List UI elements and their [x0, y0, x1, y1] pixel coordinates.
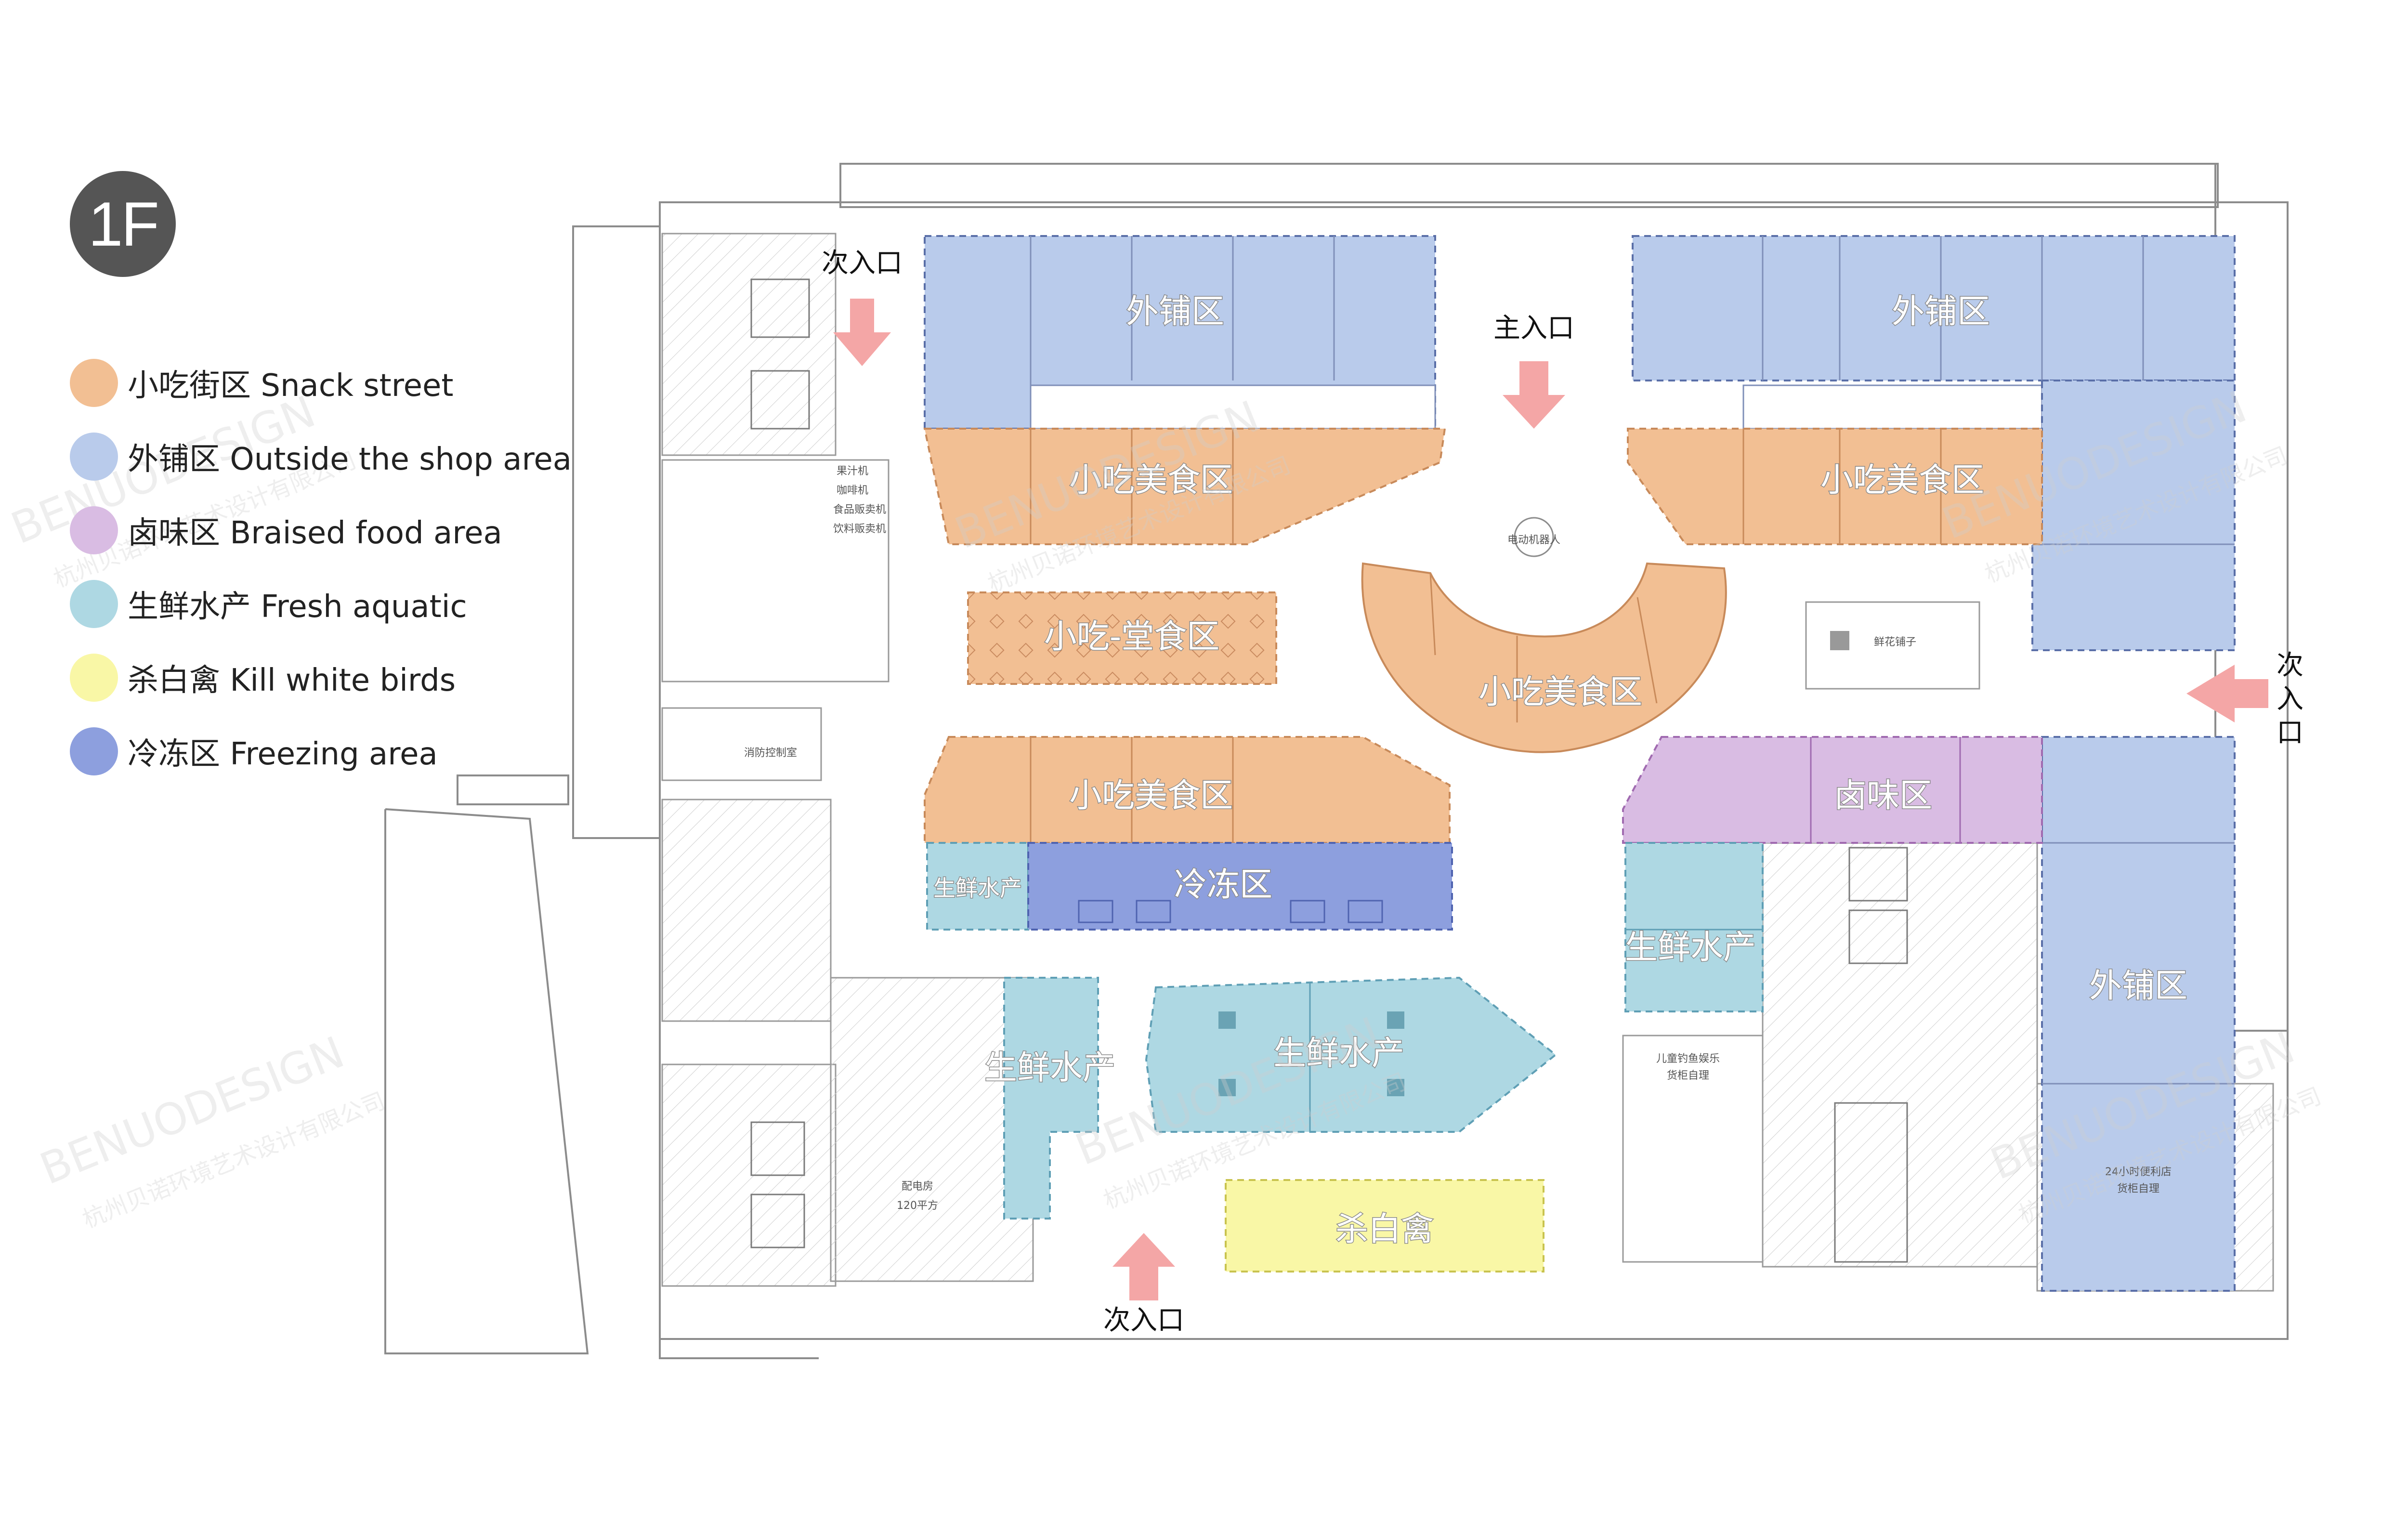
zone-label-outer-shop-top-left: 外铺区 — [1126, 293, 1224, 331]
zone-label-snack-mid-left: 小吃美食区 — [1069, 777, 1233, 815]
coffee-machine-label: 咖啡机 — [837, 485, 868, 497]
zone-label-fresh-2: 生鲜水产 — [1625, 929, 1756, 967]
legend: 小吃街区 Snack street 外铺区 Outside the shop a… — [70, 359, 572, 801]
zone-fresh-2[interactable]: 生鲜水产 — [1624, 842, 1764, 1012]
kids-fishing-label: 儿童钓鱼娱乐 — [1656, 1053, 1720, 1065]
legend-swatch-snack — [70, 359, 118, 407]
zone-fresh-3[interactable]: 生鲜水产 — [983, 977, 1116, 1220]
legend-item-braised: 卤味区 Braised food area — [70, 506, 572, 554]
legend-item-snack: 小吃街区 Snack street — [70, 359, 572, 407]
legend-swatch-fresh — [70, 580, 118, 628]
zone-label-outer-shop-right: 外铺区 — [2089, 967, 2187, 1005]
fire-control-label: 消防控制室 — [744, 747, 797, 759]
legend-label-fresh: 生鲜水产 Fresh aquatic — [128, 589, 467, 625]
zone-snack-top-right[interactable]: 小吃美食区 — [1627, 428, 2043, 545]
electric-robot-label: 电动机器人 — [1507, 534, 1560, 546]
zone-outer-shop-right[interactable]: 外铺区 24小时便利店 货柜自理 — [2031, 380, 2236, 1292]
legend-item-fresh: 生鲜水产 Fresh aquatic — [70, 580, 572, 628]
zone-freezing[interactable]: 冷冻区 — [1027, 842, 1453, 931]
legend-swatch-poultry — [70, 654, 118, 702]
convenience-store-sublabel: 货柜自理 — [2117, 1183, 2159, 1195]
legend-swatch-braised — [70, 506, 118, 554]
legend-label-freezing: 冷冻区 Freezing area — [128, 736, 438, 772]
arrow-main-entrance — [1503, 361, 1565, 429]
legend-label-braised: 卤味区 Braised food area — [128, 515, 502, 551]
zone-label-braised: 卤味区 — [1834, 777, 1932, 815]
zone-outer-shop-top-right[interactable]: 外铺区 — [1632, 235, 2236, 430]
kids-fishing-sublabel: 货柜自理 — [1667, 1070, 1709, 1082]
zone-label-snack-top-left: 小吃美食区 — [1069, 461, 1233, 499]
arrow-secondary-bottom — [1112, 1233, 1175, 1300]
zone-braised[interactable]: 卤味区 — [1622, 736, 2043, 844]
zone-label-fresh-4: 生鲜水产 — [1273, 1035, 1404, 1073]
service-core-left — [661, 233, 1034, 1287]
flower-shop-label: 鲜花铺子 — [1874, 636, 1916, 648]
legend-item-poultry: 杀白禽 Kill white birds — [70, 654, 572, 702]
legend-item-freezing: 冷冻区 Freezing area — [70, 727, 572, 775]
zone-snack-dining[interactable]: 小吃-堂食区 — [967, 591, 1277, 685]
zone-poultry[interactable]: 杀白禽 — [1225, 1179, 1544, 1273]
secondary-entrance-right-label: 次入口 — [2277, 650, 2303, 748]
legend-label-snack: 小吃街区 Snack street — [128, 368, 454, 404]
legend-swatch-outer-shop — [70, 433, 118, 481]
entrance-arrows — [833, 299, 2268, 1300]
zone-label-freezing: 冷冻区 — [1174, 866, 1272, 904]
zone-label-snack-dining: 小吃-堂食区 — [1044, 618, 1220, 656]
zone-label-outer-shop-top-right: 外铺区 — [1892, 293, 1990, 331]
legend-label-outer-shop: 外铺区 Outside the shop area — [128, 442, 572, 477]
main-entrance-label: 主入口 — [1493, 313, 1574, 344]
entrance-labels: 主入口 次入口 次入口 — [822, 248, 1574, 1336]
zone-label-fresh-3: 生鲜水产 — [984, 1049, 1115, 1087]
arrow-secondary-right — [2186, 665, 2268, 722]
zone-label-snack-top-right: 小吃美食区 — [1820, 461, 1984, 499]
legend-item-outer-shop: 外铺区 Outside the shop area — [70, 433, 572, 481]
zone-fresh-4[interactable]: 生鲜水产 — [1145, 976, 1557, 1133]
power-room-label: 配电房 — [902, 1181, 933, 1193]
legend-swatch-freezing — [70, 727, 118, 775]
zone-fresh-1[interactable]: 生鲜水产 — [926, 842, 1029, 931]
zone-label-fresh-1-line: 生鲜水产 — [933, 875, 1022, 901]
svg-text:次入口: 次入口 — [2277, 650, 2303, 748]
zone-outer-shop-top-left[interactable]: 外铺区 — [924, 235, 1436, 430]
legend-label-poultry: 杀白禽 Kill white birds — [128, 663, 456, 698]
convenience-store-label: 24小时便利店 — [2105, 1166, 2172, 1178]
zone-snack-top-left[interactable]: 小吃美食区 — [923, 428, 1446, 545]
secondary-entrance-bottom-label: 次入口 — [1103, 1305, 1184, 1336]
power-room-area-label: 120平方 — [897, 1200, 938, 1212]
arrow-secondary-top-left — [833, 299, 891, 366]
drink-vending-label: 饮料贩卖机 — [833, 523, 886, 535]
room-notes: 电动机器人 鲜花铺子 消防控制室 配电房 120平方 儿童钓鱼娱乐 货柜自理 果… — [744, 465, 1916, 1212]
zone-snack-center[interactable]: 小吃美食区 — [1361, 562, 1727, 753]
food-vending-label: 食品贩卖机 — [833, 504, 886, 516]
zone-snack-mid-left[interactable]: 小吃美食区 — [924, 736, 1451, 844]
juice-machine-label: 果汁机 — [837, 465, 868, 477]
zone-label-poultry: 杀白禽 — [1335, 1210, 1434, 1248]
floor-badge: 1F — [70, 171, 176, 277]
secondary-entrance-top-left-label: 次入口 — [822, 248, 903, 279]
zone-label-snack-center: 小吃美食区 — [1479, 673, 1642, 711]
